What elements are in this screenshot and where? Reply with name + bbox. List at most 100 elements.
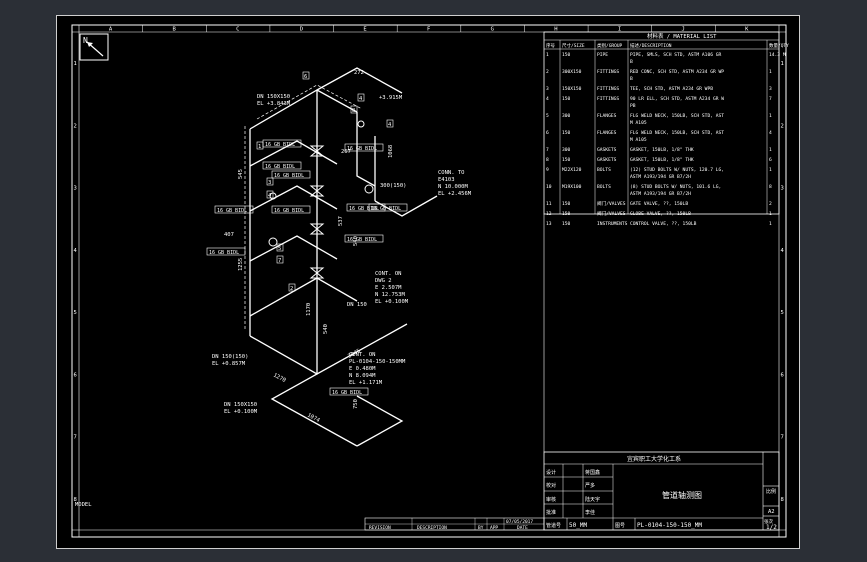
svg-text:16 GB BIDL: 16 GB BIDL bbox=[349, 206, 379, 212]
svg-text:300(150): 300(150) bbox=[380, 183, 407, 189]
material-header: 序号 bbox=[546, 42, 555, 49]
svg-text:5: 5 bbox=[278, 246, 281, 252]
material-cell: ASTM A193/194 GR B7/2H bbox=[630, 191, 691, 197]
material-cell: M A105 bbox=[630, 120, 647, 126]
svg-text:1068: 1068 bbox=[388, 145, 394, 158]
svg-text:+3.915M: +3.915M bbox=[379, 95, 403, 101]
svg-text:李佳: 李佳 bbox=[585, 509, 595, 516]
svg-text:APP: APP bbox=[490, 525, 498, 531]
grid-row-8: 8 bbox=[74, 497, 77, 503]
sheet-number: 1/2 bbox=[766, 524, 777, 531]
material-cell: 150X150 bbox=[562, 86, 582, 92]
grid-col-A: A bbox=[109, 27, 113, 33]
material-cell: 1 bbox=[769, 113, 772, 119]
material-header: 类别/GROUP bbox=[597, 42, 623, 49]
material-cell: PIPE, SMLS, SCH STD, ASTM A106 GR bbox=[630, 52, 722, 58]
north-arrowhead-icon bbox=[87, 42, 93, 47]
svg-text:16 GB BIDL: 16 GB BIDL bbox=[274, 208, 304, 214]
svg-text:2: 2 bbox=[290, 286, 293, 292]
pipe-number: 50_MM bbox=[569, 522, 587, 529]
svg-text:审核: 审核 bbox=[546, 496, 556, 503]
org-name: 宜宾职工大学化工系 bbox=[627, 455, 681, 463]
material-cell: 6 bbox=[546, 130, 549, 136]
svg-text:蒋国鑫: 蒋国鑫 bbox=[585, 469, 600, 476]
material-cell: 1 bbox=[769, 69, 772, 75]
grid-col-C: C bbox=[236, 27, 239, 33]
material-cell: 150 bbox=[562, 221, 571, 227]
material-cell: GASKETS bbox=[597, 157, 617, 163]
svg-text:16 GB BIDL: 16 GB BIDL bbox=[265, 164, 295, 170]
material-cell: 1 bbox=[769, 211, 772, 217]
svg-text:DWG 2: DWG 2 bbox=[375, 278, 392, 284]
material-cell: PIPE bbox=[597, 52, 608, 58]
material-cell: 150 bbox=[562, 96, 571, 102]
material-cell: 300X150 bbox=[562, 69, 582, 75]
svg-text:EL +0.100M: EL +0.100M bbox=[375, 299, 409, 305]
grid-row-4: 4 bbox=[74, 248, 78, 254]
svg-text:1270: 1270 bbox=[272, 372, 287, 384]
material-cell: 300 bbox=[562, 147, 571, 153]
material-cell: 11 bbox=[546, 201, 552, 207]
material-cell: INSTRUMENTS bbox=[597, 221, 628, 227]
globe-valve-icon bbox=[309, 223, 325, 235]
svg-text:EL +0.857M: EL +0.857M bbox=[212, 361, 246, 367]
grid-row-7-right: 7 bbox=[781, 435, 784, 441]
grid-col-E: E bbox=[363, 27, 366, 33]
material-cell: PB bbox=[630, 103, 636, 109]
svg-text:E4103: E4103 bbox=[438, 177, 455, 183]
flange-icon bbox=[364, 184, 374, 194]
svg-text:DN 150(150): DN 150(150) bbox=[212, 354, 248, 360]
item-balloons: 6 4 8 1 4 3 5 7 2 4 bbox=[256, 71, 394, 292]
material-cell: 1 bbox=[546, 52, 549, 58]
svg-text:4: 4 bbox=[388, 122, 392, 128]
grid-col-B: B bbox=[172, 27, 176, 33]
material-cell: M A105 bbox=[630, 137, 647, 143]
material-header: 尺寸/SIZE bbox=[562, 42, 585, 49]
svg-text:DATE: DATE bbox=[517, 525, 528, 531]
svg-text:严多: 严多 bbox=[585, 482, 595, 489]
material-cell: 1 bbox=[769, 147, 772, 153]
svg-text:16 GB BIDL: 16 GB BIDL bbox=[265, 142, 295, 148]
svg-text:537: 537 bbox=[338, 216, 344, 226]
grid-row-1-right: 1 bbox=[781, 61, 784, 67]
svg-text:DN 150X150: DN 150X150 bbox=[224, 402, 257, 408]
dimension-labels: 272 DN 150X150 EL +3.843M +3.915M 267 10… bbox=[212, 70, 472, 424]
svg-text:267: 267 bbox=[341, 149, 351, 155]
material-cell: 4 bbox=[769, 130, 772, 136]
north-label: N bbox=[83, 36, 88, 45]
svg-text:N 12.753M: N 12.753M bbox=[375, 292, 405, 298]
grid-row-6-right: 6 bbox=[781, 372, 784, 378]
material-cell: GASKET, 150LB, 1/8" THK bbox=[630, 147, 694, 153]
material-cell: 2 bbox=[769, 201, 772, 207]
grid-col-K: K bbox=[745, 27, 749, 33]
svg-text:管道号: 管道号 bbox=[546, 522, 561, 529]
svg-text:DN 150X150: DN 150X150 bbox=[257, 94, 290, 100]
material-cell: GATE VALVE, ??, 150LB bbox=[630, 201, 688, 207]
material-cell: 150 bbox=[562, 157, 571, 163]
svg-text:16 GB BIDL: 16 GB BIDL bbox=[371, 206, 401, 212]
scale-value: A2 bbox=[768, 509, 775, 515]
material-title: 材料表 / MATERIAL LIST bbox=[647, 32, 717, 40]
material-cell: FLANGES bbox=[597, 130, 617, 136]
svg-text:PL-0104-150-150MM: PL-0104-150-150MM bbox=[349, 359, 406, 365]
svg-text:16 GB BIDL: 16 GB BIDL bbox=[209, 250, 239, 256]
svg-text:EL +2.456M: EL +2.456M bbox=[438, 191, 472, 197]
grid-row-2: 2 bbox=[74, 123, 77, 129]
material-cell: 阀门/VALVES bbox=[597, 210, 626, 217]
svg-text:CONT. ON: CONT. ON bbox=[349, 352, 376, 358]
svg-text:07/05/2017: 07/05/2017 bbox=[506, 519, 533, 525]
svg-text:272: 272 bbox=[354, 70, 364, 76]
material-header: 数量/QTY bbox=[769, 42, 789, 49]
material-cell: 10 bbox=[546, 184, 552, 190]
material-cell: FLG WELD NECK, 150LB, SCH STD, AST bbox=[630, 113, 724, 119]
grid-row-1: 1 bbox=[74, 61, 77, 67]
drawing-title: 管道轴测图 bbox=[662, 490, 702, 500]
svg-text:陆天宇: 陆天宇 bbox=[585, 496, 600, 503]
svg-text:CONN. TO: CONN. TO bbox=[438, 170, 465, 176]
material-cell: (12) STUD BOLTS W/ NUTS, 120.7 LG, bbox=[630, 167, 724, 173]
grid-row-5: 5 bbox=[74, 310, 77, 316]
